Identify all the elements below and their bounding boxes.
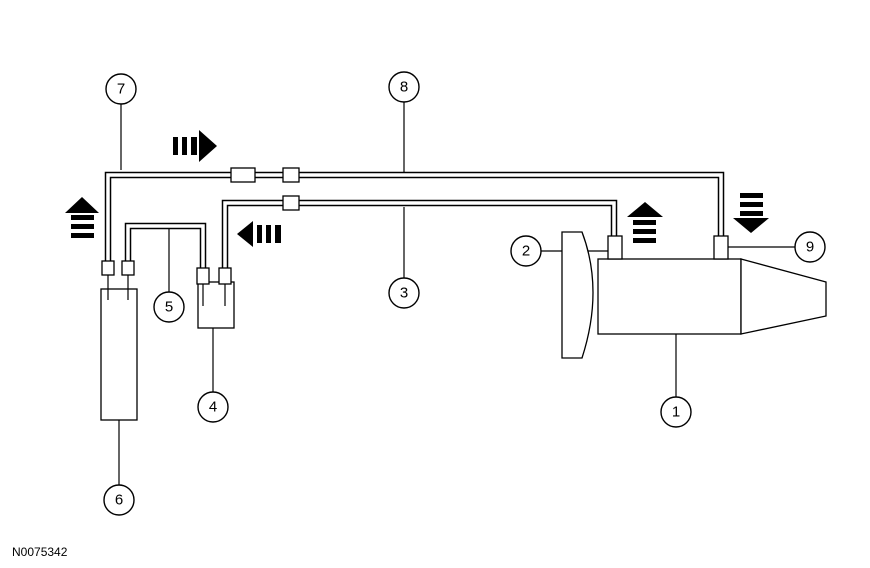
callout-2: 2 [510, 235, 542, 267]
pipe-vent-inner [106, 173, 723, 268]
engine-cone [740, 258, 827, 335]
callouts: 1 2 3 4 5 6 7 8 [103, 71, 826, 516]
flow-arrow-left [237, 221, 281, 247]
canister-body [100, 288, 138, 421]
engine-assembly [561, 231, 827, 359]
callout-8-label: 8 [400, 79, 408, 96]
engine-front-cover [561, 231, 594, 359]
callout-6: 6 [103, 484, 135, 516]
flow-arrow-right [173, 130, 217, 162]
flow-arrow-down [733, 193, 769, 233]
callout-5: 5 [153, 291, 185, 323]
reference-code: N0075342 [12, 545, 68, 559]
pipe-purge-inner [223, 201, 616, 270]
callout-3-label: 3 [400, 285, 408, 302]
flow-arrows [65, 130, 769, 247]
connector-top-left [230, 167, 256, 183]
engine-body [597, 258, 742, 335]
callout-4: 4 [197, 391, 229, 423]
engine-port-2 [607, 235, 623, 260]
connector-top-right [282, 167, 300, 183]
pipe-purge-outer [221, 199, 618, 270]
flow-arrow-up-left [65, 197, 99, 238]
callout-9-label: 9 [806, 239, 814, 256]
callout-4-label: 4 [209, 399, 217, 416]
line-connectors [230, 167, 300, 211]
callout-9: 9 [794, 231, 826, 263]
pipe-canister-valve-outer [124, 222, 207, 270]
callout-1: 1 [660, 396, 692, 428]
canister [100, 260, 138, 421]
callout-7: 7 [105, 73, 137, 105]
connector-middle [282, 195, 300, 211]
canister-port-left [101, 260, 115, 276]
callout-6-label: 6 [115, 492, 123, 509]
valve-body [197, 281, 235, 329]
callout-1-label: 1 [672, 404, 680, 421]
canister-port-right [121, 260, 135, 276]
pipe-canister-valve-inner [126, 224, 205, 270]
callout-5-label: 5 [165, 299, 173, 316]
callout-7-label: 7 [117, 81, 125, 98]
valve-port-right [218, 267, 232, 285]
leader-lines [118, 102, 795, 485]
callout-3: 3 [388, 277, 420, 309]
engine-port-9 [713, 235, 729, 260]
purge-valve [196, 267, 235, 329]
callout-8: 8 [388, 71, 420, 103]
pipes [104, 171, 725, 270]
callout-2-label: 2 [522, 243, 530, 260]
flow-arrow-up-right [627, 202, 663, 243]
valve-port-left [196, 267, 210, 285]
